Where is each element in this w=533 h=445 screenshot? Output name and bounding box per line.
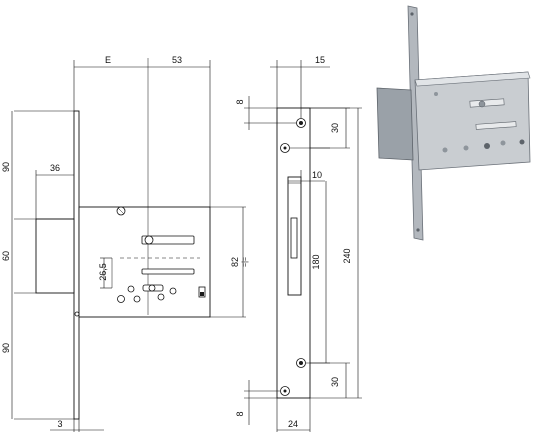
- front-faceplate: [73, 110, 80, 420]
- dim-3: 3: [57, 419, 62, 429]
- dim-30-bottom: 30: [330, 377, 340, 387]
- front-screw-bottom-icon: [74, 311, 80, 317]
- front-cam-icon: [148, 284, 156, 292]
- photo-bolt: [376, 87, 414, 161]
- front-hole-5-icon: [169, 287, 177, 295]
- front-slot-lower: [141, 268, 195, 275]
- dim-e: E: [105, 55, 111, 65]
- dim-8-top: 8: [235, 99, 245, 104]
- dim-30-top: 30: [330, 123, 340, 133]
- dim-82-sub: =|=: [242, 257, 249, 267]
- front-hole-1-icon: [117, 295, 125, 303]
- front-lock-case: [78, 206, 211, 318]
- dim-90-top: 90: [1, 162, 11, 172]
- dim-82: 82: [230, 257, 240, 267]
- front-view: E 53 90 60 90 36 26,5 82 =|= 3: [1, 55, 249, 432]
- dim-24: 24: [288, 419, 298, 429]
- dim-53: 53: [172, 55, 182, 65]
- dim-180: 180: [311, 254, 321, 269]
- front-hole-2-icon: [127, 285, 135, 293]
- dim-8-bottom: 8: [235, 411, 245, 416]
- dim-240: 240: [342, 248, 352, 263]
- front-hole-4-icon: [157, 293, 165, 301]
- lock-photo: [376, 5, 531, 241]
- front-hole-3-icon: [133, 295, 141, 303]
- front-slot-upper: [141, 235, 195, 245]
- side-view: 15 8 30 10 180 240 30 8: [235, 55, 362, 432]
- dim-90-bottom: 90: [1, 343, 11, 353]
- dim-26-5: 26,5: [98, 263, 108, 281]
- photo-case: [414, 71, 531, 171]
- dim-60: 60: [1, 251, 11, 261]
- dim-15: 15: [315, 55, 325, 65]
- dim-10: 10: [312, 170, 322, 180]
- dim-36: 36: [50, 163, 60, 173]
- photo-faceplate: [407, 5, 424, 241]
- front-bolt-block: [35, 218, 75, 294]
